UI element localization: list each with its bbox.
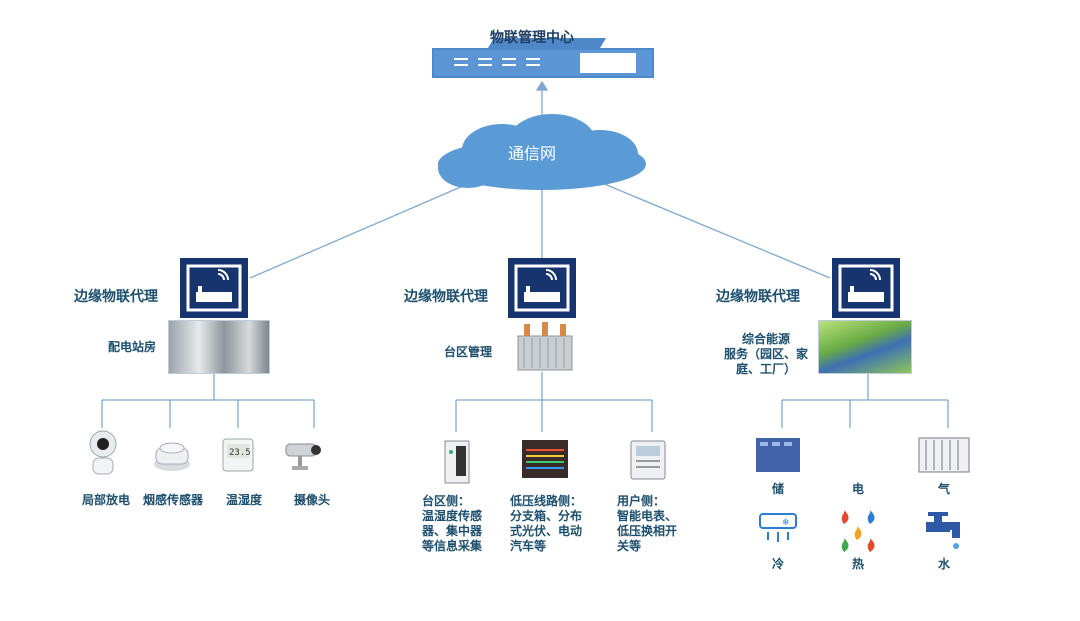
- camera-sensor-icon: [88, 430, 118, 480]
- smart-meter-icon: [630, 440, 666, 484]
- edge-proxy-label: 边缘物联代理: [404, 289, 488, 305]
- water-tap-icon: [924, 512, 964, 556]
- edge-proxy-device-icon: [508, 258, 576, 318]
- device-label: 电: [852, 482, 865, 496]
- device-label: 烟感传感器: [143, 493, 204, 507]
- edge-proxy-label: 边缘物联代理: [716, 289, 800, 305]
- battery-storage-icon: [756, 434, 800, 476]
- cctv-camera-icon: [282, 438, 328, 478]
- cloud-icon: [438, 114, 646, 190]
- svg-text:23.5: 23.5: [229, 448, 251, 458]
- site-label: 配电站房: [108, 340, 157, 354]
- device-label: 储: [772, 482, 785, 496]
- device-label: 温湿度: [226, 493, 263, 507]
- distribution-box-icon: [444, 440, 470, 488]
- smoke-detector-icon: [152, 438, 192, 478]
- energy-park-photo: [818, 320, 912, 374]
- thermo-hygrometer-icon: 23.5: [222, 438, 254, 476]
- transformer-icon: [512, 320, 578, 376]
- device-label: 用户侧： 智能电表、 低压换相开 关等: [617, 494, 678, 553]
- network-cloud: [432, 112, 652, 198]
- edge-proxy-label: 边缘物联代理: [74, 289, 158, 305]
- switchgear-room-photo: [168, 320, 270, 374]
- site-label: 综合能源 服务（园区、家 庭、工厂）: [723, 332, 808, 376]
- network-label: 通信网: [508, 144, 557, 163]
- edge-proxy-device-icon: [180, 258, 248, 318]
- circuit-board-icon: [522, 440, 568, 482]
- device-label: 气: [938, 482, 951, 496]
- device-label: 水: [938, 557, 951, 571]
- device-label: 局部放电: [82, 493, 131, 507]
- device-label: 低压线路侧： 分支箱、分布 式光伏、电动 汽车等: [510, 494, 583, 553]
- management-center-title: 物联管理中心: [490, 30, 574, 46]
- edge-proxy-device-icon: [832, 258, 900, 318]
- device-label: 台区侧： 温湿度传感 器、集中器 等信息采集: [422, 494, 483, 553]
- device-label: 冷: [772, 557, 785, 571]
- management-center: [432, 30, 654, 80]
- gas-icon: [918, 434, 970, 478]
- device-label: 热: [852, 557, 865, 571]
- flame-icon: [836, 510, 880, 560]
- site-label: 台区管理: [444, 345, 493, 359]
- svg-text:❄: ❄: [782, 518, 790, 528]
- air-conditioner-icon: ❄: [758, 512, 798, 556]
- server-rack-icon: [432, 38, 654, 78]
- device-label: 摄像头: [294, 493, 331, 507]
